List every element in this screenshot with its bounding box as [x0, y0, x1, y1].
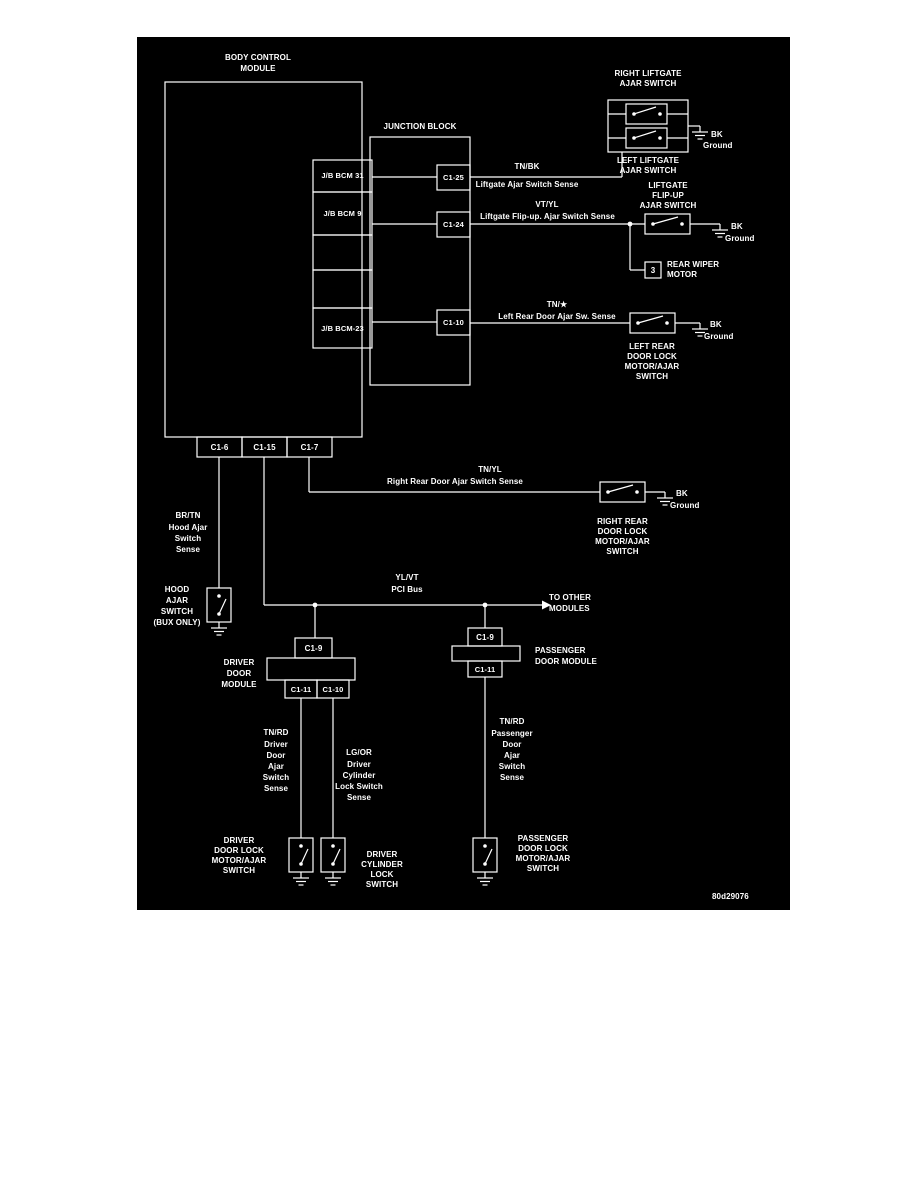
left-rear-door-lock-label: LEFT REAR DOOR LOCK MOTOR/AJAR SWITCH — [624, 342, 680, 381]
jb-pin-label: C1-10 — [443, 318, 464, 327]
jb-cell-box — [312, 307, 373, 349]
wire-circuit-name: Hood Ajar Switch Sense — [168, 523, 208, 554]
wire-color: TN/RD — [499, 717, 525, 726]
wire-color: TN/RD — [263, 728, 289, 737]
jb-cell-label: J/B BCM 31 — [321, 171, 364, 180]
bcm-title: BODY CONTROL MODULE — [225, 53, 291, 73]
wire-color: LG/OR — [346, 748, 372, 757]
ground-bk-label: BK — [676, 489, 688, 498]
ground-symbol — [292, 871, 310, 886]
driver-lock-switch-symbol — [288, 837, 314, 873]
jb-cell-label: J/B BCM-23 — [321, 324, 364, 333]
jb-cell-label: J/B BCM 9 — [323, 209, 362, 218]
driver-cylinder-lock-label: DRIVER CYLINDER LOCK SWITCH — [361, 850, 403, 889]
wire-lines — [218, 113, 720, 838]
bcm-connector-label: C1-15 — [253, 443, 276, 452]
junction-dots — [312, 221, 633, 608]
jb-pin-label: C1-25 — [443, 173, 464, 182]
ground-symbol — [476, 871, 494, 886]
doc-code: 80d29076 — [712, 892, 749, 901]
ground-symbol — [324, 871, 342, 886]
passenger-c19-label: C1-9 — [476, 633, 494, 642]
wire-circuit-name: Passenger Door Ajar Switch Sense — [491, 729, 533, 782]
driver-c110-label: C1-10 — [322, 685, 344, 694]
wire-circuit-name: Left Rear Door Ajar Sw. Sense — [498, 312, 616, 321]
wire-circuit-name: Right Rear Door Ajar Switch Sense — [387, 477, 523, 486]
wire-circuit-name: Driver Cylinder Lock Switch Sense — [335, 760, 383, 802]
wire-color: YL/VT — [395, 573, 419, 582]
rear-wiper-pin-label: 3 — [650, 266, 656, 275]
passenger-module-box — [451, 645, 521, 662]
passenger-module-label: PASSENGER DOOR MODULE — [535, 646, 597, 666]
ground-bk-label: BK — [711, 130, 723, 139]
wire-color: TN/★ — [546, 300, 568, 309]
passenger-c111-label: C1-11 — [474, 665, 496, 674]
wiring-diagram-svg — [164, 81, 729, 886]
liftgate-switch-assembly-box — [607, 99, 689, 153]
driver-door-lock-label: DRIVER DOOR LOCK MOTOR/AJAR SWITCH — [211, 836, 267, 875]
arrow-icon — [542, 600, 551, 610]
ground-text-label: Ground — [704, 332, 734, 341]
ground-text-label: Ground — [725, 234, 755, 243]
driver-c111-label: C1-11 — [290, 685, 312, 694]
bcm-box — [164, 81, 363, 438]
driver-module-label: DRIVER DOOR MODULE — [221, 658, 257, 689]
driver-cylinder-switch-symbol — [320, 837, 346, 873]
junction-block-box — [369, 136, 471, 386]
junction-block-title: JUNCTION BLOCK — [383, 122, 457, 131]
bcm-connector-label: C1-6 — [210, 443, 229, 452]
ground-bk-label: BK — [710, 320, 722, 329]
wire-color: TN/YL — [478, 465, 502, 474]
wire-circuit-name: PCI Bus — [391, 585, 423, 594]
passenger-lock-switch-symbol — [472, 837, 498, 873]
right-rear-door-lock-label: RIGHT REAR DOOR LOCK MOTOR/AJAR SWITCH — [595, 517, 650, 556]
wire-circuit-name: Liftgate Flip-up. Ajar Switch Sense — [480, 212, 615, 221]
wire-color: TN/BK — [514, 162, 540, 171]
wire-circuit-name: Liftgate Ajar Switch Sense — [475, 180, 579, 189]
left-liftgate-switch-label: LEFT LIFTGATE AJAR SWITCH — [616, 156, 680, 175]
right-liftgate-switch-label: RIGHT LIFTGATE AJAR SWITCH — [614, 69, 682, 88]
switch-contacts — [217, 112, 684, 866]
wiring-diagram-canvas: BODY CONTROL MODULE JUNCTION BLOCK J/B B… — [137, 37, 790, 910]
driver-module-box — [266, 657, 356, 681]
to-other-modules-label: TO OTHER MODULES — [549, 593, 591, 613]
ground-symbol — [691, 125, 709, 140]
passenger-door-lock-label: PASSENGER DOOR LOCK MOTOR/AJAR SWITCH — [515, 834, 571, 873]
wire-circuit-name: Driver Door Ajar Switch Sense — [262, 740, 290, 793]
wire-color: BR/TN — [175, 511, 201, 520]
driver-c19-label: C1-9 — [304, 644, 323, 653]
ground-text-label: Ground — [670, 501, 700, 510]
jb-pin-label: C1-24 — [443, 220, 464, 229]
ground-bk-label: BK — [731, 222, 743, 231]
ground-text-label: Ground — [703, 141, 733, 150]
hood-switch-label: HOOD AJAR SWITCH (BUX ONLY) — [153, 585, 201, 627]
jb-cell-box — [312, 234, 373, 271]
flipup-switch-label: LIFTGATE FLIP-UP AJAR SWITCH — [639, 181, 697, 210]
bcm-connector-label: C1-7 — [300, 443, 319, 452]
jb-cell-box — [312, 269, 373, 309]
switch-blades — [218, 106, 679, 865]
wire-color: VT/YL — [535, 200, 559, 209]
rear-wiper-label: REAR WIPER MOTOR — [667, 260, 720, 279]
